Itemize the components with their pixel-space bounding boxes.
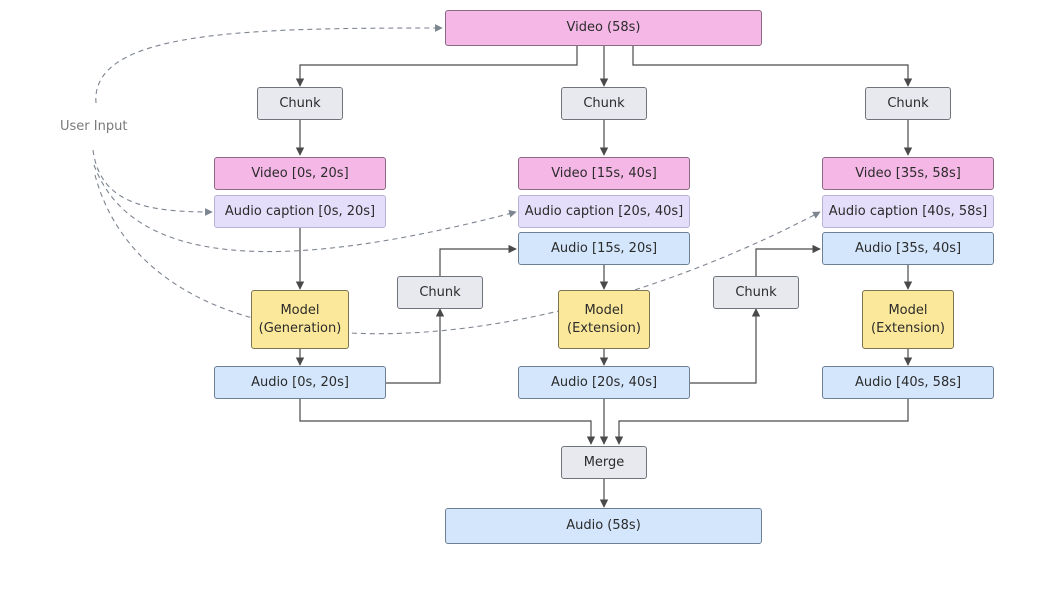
model-title: Model [888, 302, 928, 318]
model-extension-col2: Model (Extension) [558, 290, 650, 349]
chunk-node-between-1-2: Chunk [397, 276, 483, 309]
edge-audio1-to-merge [299, 399, 596, 445]
video-segment-col1: Video [0s, 20s] [214, 157, 386, 190]
model-extension-col3: Model (Extension) [862, 290, 954, 349]
edge-video-to-chunk3 [632, 46, 913, 87]
dashed-user-to-video [95, 24, 443, 104]
audio-caption-col3: Audio caption [40s, 58s] [822, 195, 994, 228]
audio-output-col1: Audio [0s, 20s] [214, 366, 386, 399]
audio-input-col3: Audio [35s, 40s] [822, 232, 994, 265]
edge-audio1-to-chunkA [385, 308, 445, 384]
model-title: Model [584, 302, 624, 318]
chunk-node-col3: Chunk [865, 87, 951, 120]
audio-full-node: Audio (58s) [445, 508, 762, 544]
edge-audio2-to-chunkB [690, 308, 761, 384]
edge-audio3-to-merge [614, 399, 909, 445]
audio-caption-col2: Audio caption [20s, 40s] [518, 195, 690, 228]
merge-node: Merge [561, 446, 647, 479]
model-title: Model [280, 302, 320, 318]
edge-chunkB-to-audioin3 [755, 244, 821, 276]
audio-input-col2: Audio [15s, 20s] [518, 232, 690, 265]
video-full-node: Video (58s) [445, 10, 762, 46]
chunk-node-between-2-3: Chunk [713, 276, 799, 309]
model-subtitle: (Extension) [567, 320, 641, 336]
video-segment-col3: Video [35s, 58s] [822, 157, 994, 190]
audio-output-col3: Audio [40s, 58s] [822, 366, 994, 399]
user-input-label: User Input [60, 119, 128, 134]
audio-output-col2: Audio [20s, 40s] [518, 366, 690, 399]
model-generation-col1: Model (Generation) [251, 290, 349, 349]
chunk-node-col2: Chunk [561, 87, 647, 120]
video-segment-col2: Video [15s, 40s] [518, 157, 690, 190]
dashed-user-to-caption1 [92, 149, 213, 216]
dashed-user-to-caption3 [94, 174, 821, 335]
edge-video-to-chunk1 [295, 46, 578, 87]
chunk-node-col1: Chunk [257, 87, 343, 120]
edge-chunkA-to-audioin2 [439, 244, 517, 276]
dashed-user-to-caption2 [93, 164, 517, 253]
model-subtitle: (Extension) [871, 320, 945, 336]
audio-caption-col1: Audio caption [0s, 20s] [214, 195, 386, 228]
model-subtitle: (Generation) [258, 320, 342, 336]
